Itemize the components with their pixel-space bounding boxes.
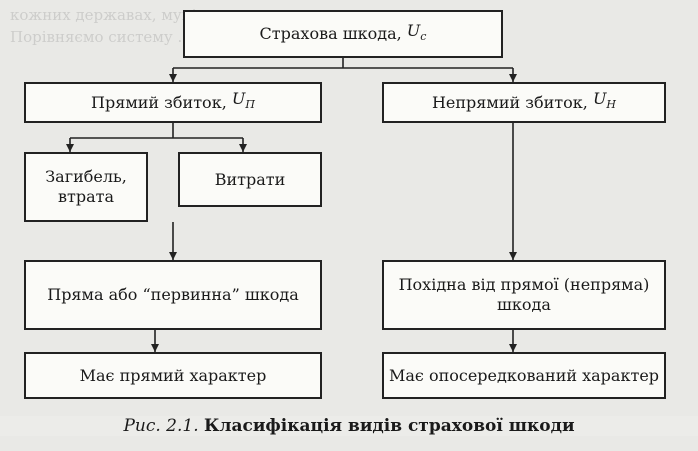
box-death-loss: Загибель, втрата [24, 152, 148, 222]
figure-caption-prefix: Рис. 2.1. [123, 416, 199, 436]
figure-caption: Рис. 2.1. Класифікація видів страхової ш… [0, 416, 698, 436]
variable-u-p: UП [231, 89, 255, 112]
box-mediated-character: Має опосередкований характер [382, 352, 666, 399]
box-indirect-loss: Непрямий збиток, UН [382, 82, 666, 123]
box-direct-loss: Прямий збиток, UП [24, 82, 322, 123]
box-insurance-damage: Страхова шкода, Uс [183, 10, 503, 58]
variable-u-n: UН [592, 89, 617, 112]
box-insurance-damage-label: Страхова шкода, [259, 24, 402, 43]
variable-u-c: Uс [406, 20, 427, 44]
box-direct-character: Має прямий характер [24, 352, 322, 399]
box-direct-loss-label: Прямий збиток, [91, 92, 227, 112]
figure-caption-title: Класифікація видів страхової шкоди [204, 416, 575, 436]
box-indirect-loss-label: Непрямий збиток, [431, 92, 588, 112]
box-derived-damage: Похідна від прямої (непряма) шкода [382, 260, 666, 330]
box-costs: Витрати [178, 152, 322, 207]
box-primary-damage: Пряма або “первинна” шкода [24, 260, 322, 330]
